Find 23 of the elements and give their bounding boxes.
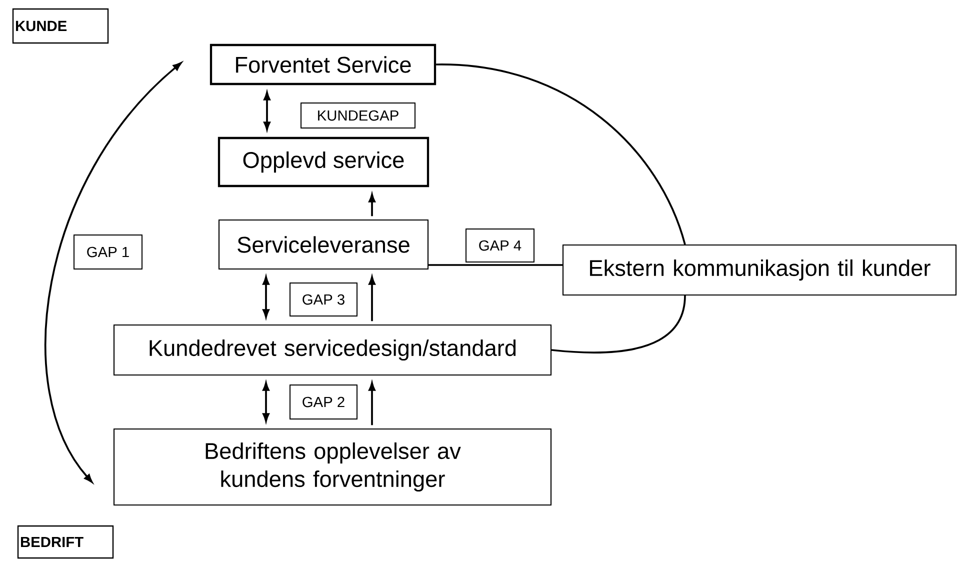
process-box: Ekstern kommunikasjon til kunder xyxy=(562,244,957,296)
process-box: Kundedrevet servicedesign/standard xyxy=(113,324,552,376)
connector-line xyxy=(428,264,562,266)
gap-label-box: KUNDEGAP xyxy=(300,102,416,128)
arrow xyxy=(368,382,376,426)
process-box: Bedriftens opplevelser av kundens forventninger xyxy=(113,428,552,506)
gap-label-box: GAP 3 xyxy=(290,282,358,316)
double-arrow xyxy=(262,382,270,422)
zone-label-box: KUNDE xyxy=(12,8,109,44)
gap-label-box: GAP 1 xyxy=(74,234,142,270)
zone-label-box: BEDRIFT xyxy=(17,525,114,559)
process-box: Opplevd service xyxy=(218,136,430,188)
double-arrow xyxy=(262,276,270,318)
connector-line xyxy=(436,64,686,245)
gap-label-box: GAP 4 xyxy=(466,228,534,262)
process-box: Serviceleveranse xyxy=(218,219,429,270)
process-box: Forventet Service xyxy=(210,44,436,86)
gap-label-box: GAP 2 xyxy=(290,384,358,420)
connector-line xyxy=(551,295,686,354)
double-arrow xyxy=(264,92,270,130)
arrow xyxy=(368,276,376,322)
arrow xyxy=(368,194,376,216)
double-arrow xyxy=(44,62,182,483)
